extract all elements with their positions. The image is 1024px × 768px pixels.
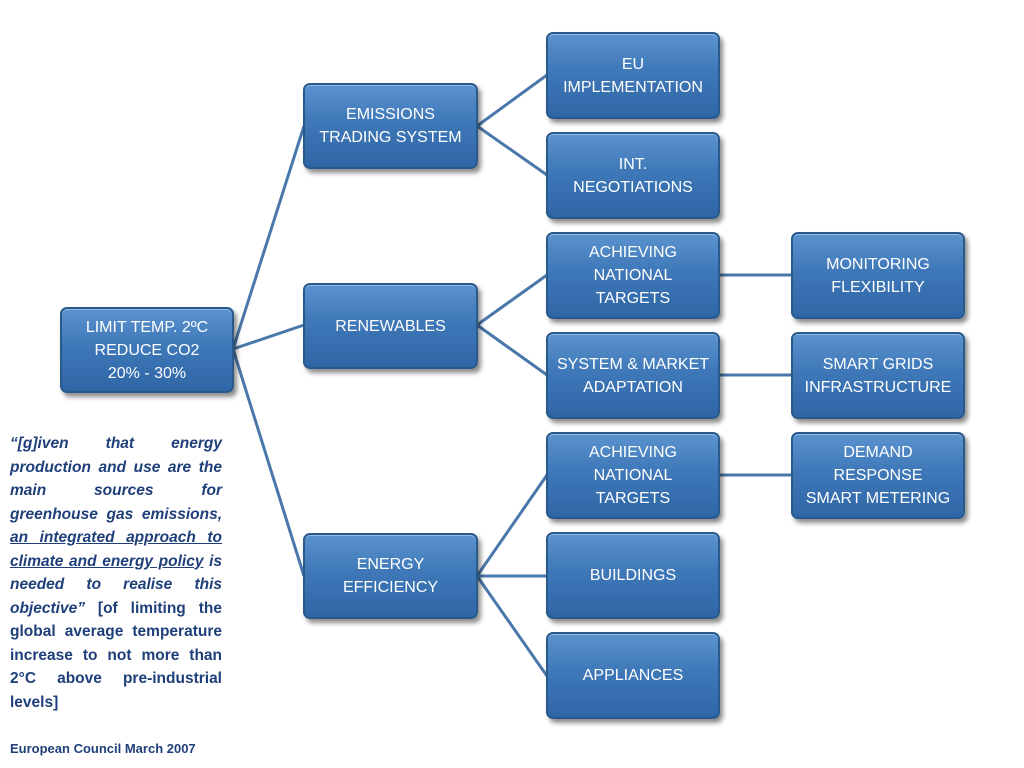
connector-ets-eu [476, 73, 548, 128]
connector-root-ets [231, 125, 306, 350]
quote-text-underlined: an integrated approach to climate and en… [10, 529, 222, 570]
connector-efficiency-appliances [475, 575, 549, 677]
node-energy-efficiency: ENERGY EFFICIENCY [303, 533, 478, 619]
node-demand-response: DEMAND RESPONSE SMART METERING [791, 432, 965, 519]
connector-efficiency-targets [475, 474, 549, 577]
quote-source: European Council March 2007 [10, 741, 196, 756]
connector-renewables-targets [476, 273, 548, 327]
connector-root-renewables [232, 323, 305, 351]
quote-text-end: is needed to realise this objective” [10, 552, 222, 617]
quote-text-start: “[g]iven that energy production and use … [10, 435, 222, 523]
connector-root-efficiency [231, 348, 306, 577]
node-renewables: RENEWABLES [303, 283, 478, 369]
quote-bracket-note: [of limiting the global average temperat… [10, 599, 222, 711]
node-limit-temperature: LIMIT TEMP. 2ºC REDUCE CO2 20% - 30% [60, 307, 234, 393]
node-int-negotiations: INT. NEGOTIATIONS [546, 132, 720, 219]
node-achieving-national-targets-renewables: ACHIEVING NATIONAL TARGETS [546, 232, 720, 319]
connector-renewables-system [476, 323, 548, 377]
node-monitoring-flexibility: MONITORING FLEXIBILITY [791, 232, 965, 319]
connector-ets-int [476, 124, 548, 177]
node-eu-implementation: EU IMPLEMENTATION [546, 32, 720, 119]
policy-quote: “[g]iven that energy production and use … [10, 432, 222, 714]
node-emissions-trading-system: EMISSIONS TRADING SYSTEM [303, 83, 478, 169]
node-appliances: APPLIANCES [546, 632, 720, 719]
node-achieving-national-targets-efficiency: ACHIEVING NATIONAL TARGETS [546, 432, 720, 519]
node-smart-grids-infrastructure: SMART GRIDS INFRASTRUCTURE [791, 332, 965, 419]
node-buildings: BUILDINGS [546, 532, 720, 619]
node-system-market-adaptation: SYSTEM & MARKET ADAPTATION [546, 332, 720, 419]
